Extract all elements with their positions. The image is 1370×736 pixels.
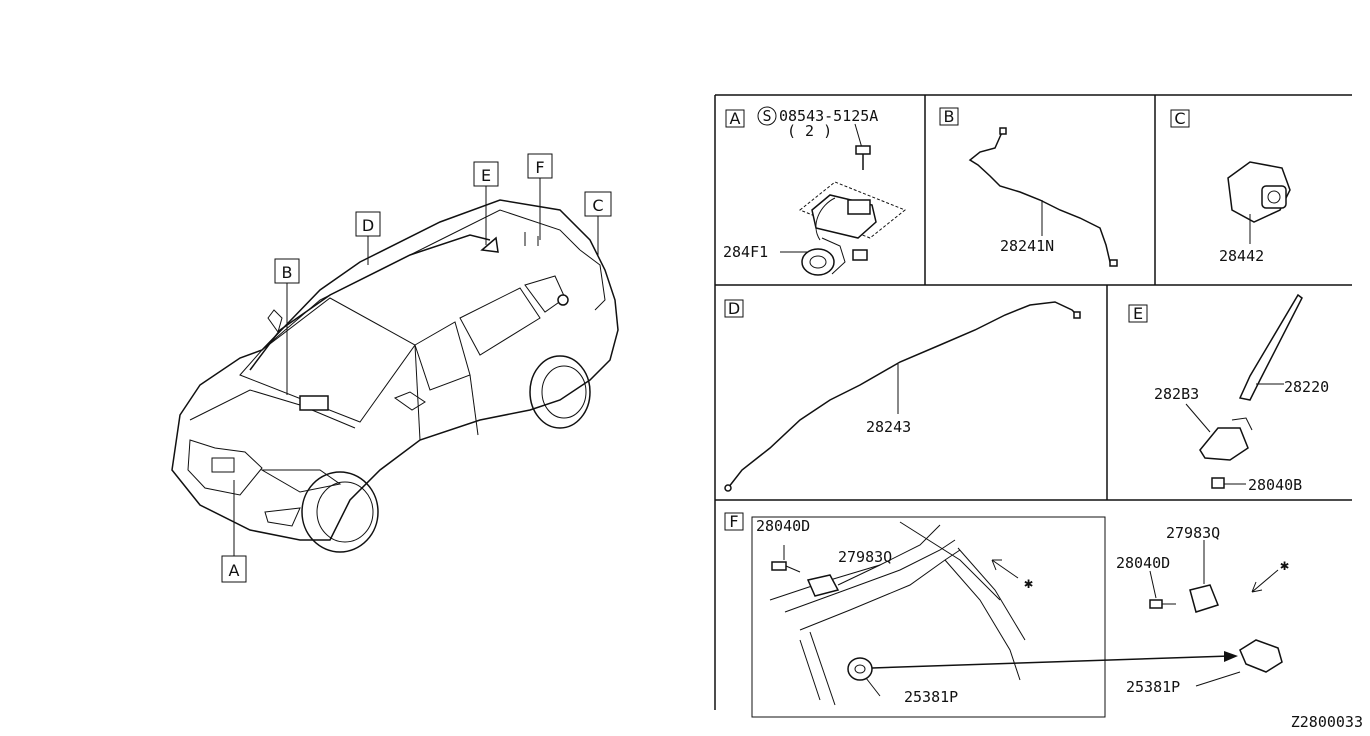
vehicle-overview xyxy=(171,178,619,556)
svg-text:C: C xyxy=(592,196,603,215)
callout-D: D xyxy=(355,211,381,237)
panel-F: F 25381P 28040D 27983Q ✱ xyxy=(724,512,1289,718)
panel-C: C 28442 xyxy=(1170,109,1291,265)
svg-text:27983Q: 27983Q xyxy=(1166,524,1220,542)
callout-E: E xyxy=(473,161,499,187)
nut-icon xyxy=(1211,477,1225,489)
screw-icon xyxy=(855,145,871,155)
callout-B: B xyxy=(274,258,300,284)
panel-E: E 28220 282B3 28040B xyxy=(1128,293,1329,494)
grommet-icon xyxy=(1239,639,1283,673)
svg-text:D: D xyxy=(362,216,374,235)
svg-text:B: B xyxy=(944,107,955,126)
panel-A: A S 08543-5125A ( 2 ) 284F1 xyxy=(723,106,906,276)
camera-icon xyxy=(299,395,329,411)
svg-text:✱: ✱ xyxy=(1280,556,1289,574)
harness-wire-icon xyxy=(968,129,1117,265)
svg-text:D: D xyxy=(728,299,740,318)
callout-F: F xyxy=(527,153,553,179)
front-wheel xyxy=(301,471,379,553)
svg-text:282B3: 282B3 xyxy=(1154,385,1199,403)
svg-text:28241N: 28241N xyxy=(1000,237,1054,255)
svg-text:08543-5125A: 08543-5125A xyxy=(779,107,878,125)
direction-arrow-icon xyxy=(1251,569,1279,593)
svg-text:28040D: 28040D xyxy=(756,517,810,535)
svg-text:F: F xyxy=(535,158,544,177)
svg-text:A: A xyxy=(229,561,240,580)
svg-text:F: F xyxy=(729,512,738,531)
svg-text:E: E xyxy=(481,166,491,185)
clip-icon xyxy=(771,561,787,571)
svg-text:28243: 28243 xyxy=(866,418,911,436)
svg-text:( 2 ): ( 2 ) xyxy=(787,122,832,140)
svg-text:28220: 28220 xyxy=(1284,378,1329,396)
svg-text:S: S xyxy=(762,107,771,125)
diagram-code: Z2800033 xyxy=(1291,713,1363,731)
svg-text:28442: 28442 xyxy=(1219,247,1264,265)
bracket-icon xyxy=(806,574,840,597)
panel-B: B 28241N xyxy=(939,107,1118,267)
bracket-icon xyxy=(1189,584,1219,613)
clip-icon xyxy=(1149,599,1163,609)
svg-text:28040D: 28040D xyxy=(1116,554,1170,572)
svg-text:27983Q: 27983Q xyxy=(838,548,892,566)
direction-arrow-icon xyxy=(991,559,1019,579)
svg-text:E: E xyxy=(1133,304,1143,323)
harness-wire-icon xyxy=(727,301,1079,489)
service-part-symbol-icon xyxy=(757,106,777,126)
svg-text:25381P: 25381P xyxy=(1126,678,1180,696)
callout-A: A xyxy=(221,555,247,583)
svg-text:28040B: 28040B xyxy=(1248,476,1302,494)
detail-grid xyxy=(714,94,1352,710)
antenna-base-icon xyxy=(1199,427,1249,461)
shark-fin-icon xyxy=(480,236,499,253)
svg-text:25381P: 25381P xyxy=(904,688,958,706)
svg-text:284F1: 284F1 xyxy=(723,243,768,261)
grommet-icon xyxy=(847,657,873,681)
svg-text:A: A xyxy=(730,109,741,128)
emblem-icon xyxy=(211,457,235,473)
antenna-rod-icon xyxy=(1238,293,1303,401)
svg-text:✱: ✱ xyxy=(1024,574,1033,592)
panel-D: D 28243 xyxy=(724,299,1081,492)
roof-harness xyxy=(249,234,491,371)
inset-view xyxy=(751,516,1106,718)
svg-text:B: B xyxy=(282,263,293,282)
svg-text:C: C xyxy=(1174,109,1185,128)
callout-C: C xyxy=(584,191,612,217)
rear-wheel xyxy=(529,355,591,429)
